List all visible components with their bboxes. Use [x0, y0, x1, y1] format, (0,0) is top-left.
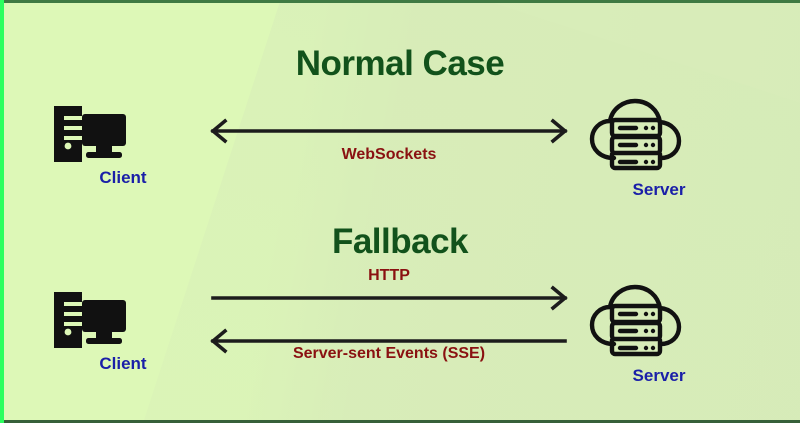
- section-title-normal-case: Normal Case: [295, 44, 505, 83]
- bidirectional-arrow-icon: [210, 118, 568, 144]
- top-border: [0, 0, 800, 3]
- left-accent-stripe: [0, 0, 4, 423]
- connection-sse: Server-sent Events (SSE): [205, 328, 573, 368]
- node-label-client: Client: [99, 354, 147, 373]
- node-server-fallback: Server: [584, 282, 734, 386]
- connection-label-sse: Server-sent Events (SSE): [292, 345, 486, 362]
- node-server-normal: Server: [584, 96, 734, 200]
- desktop-computer-icon: [48, 104, 198, 166]
- node-client-normal: Client: [48, 104, 198, 188]
- node-label-server: Server: [632, 366, 686, 385]
- desktop-computer-icon: [48, 290, 198, 352]
- section-title-fallback: Fallback: [331, 222, 469, 261]
- connection-label-websockets: WebSockets: [341, 146, 437, 163]
- connection-label-http: HTTP: [368, 267, 410, 284]
- node-label-server: Server: [632, 180, 686, 199]
- connection-http: HTTP: [205, 267, 573, 315]
- arrow-left-icon: [210, 328, 567, 354]
- bottom-border: [0, 420, 800, 423]
- arrow-right-icon: [211, 285, 568, 311]
- node-label-client: Client: [99, 168, 147, 187]
- node-client-fallback: Client: [48, 290, 198, 374]
- cloud-server-icon: [584, 282, 734, 364]
- connection-websockets: WebSockets: [205, 118, 573, 178]
- cloud-server-icon: [584, 96, 734, 178]
